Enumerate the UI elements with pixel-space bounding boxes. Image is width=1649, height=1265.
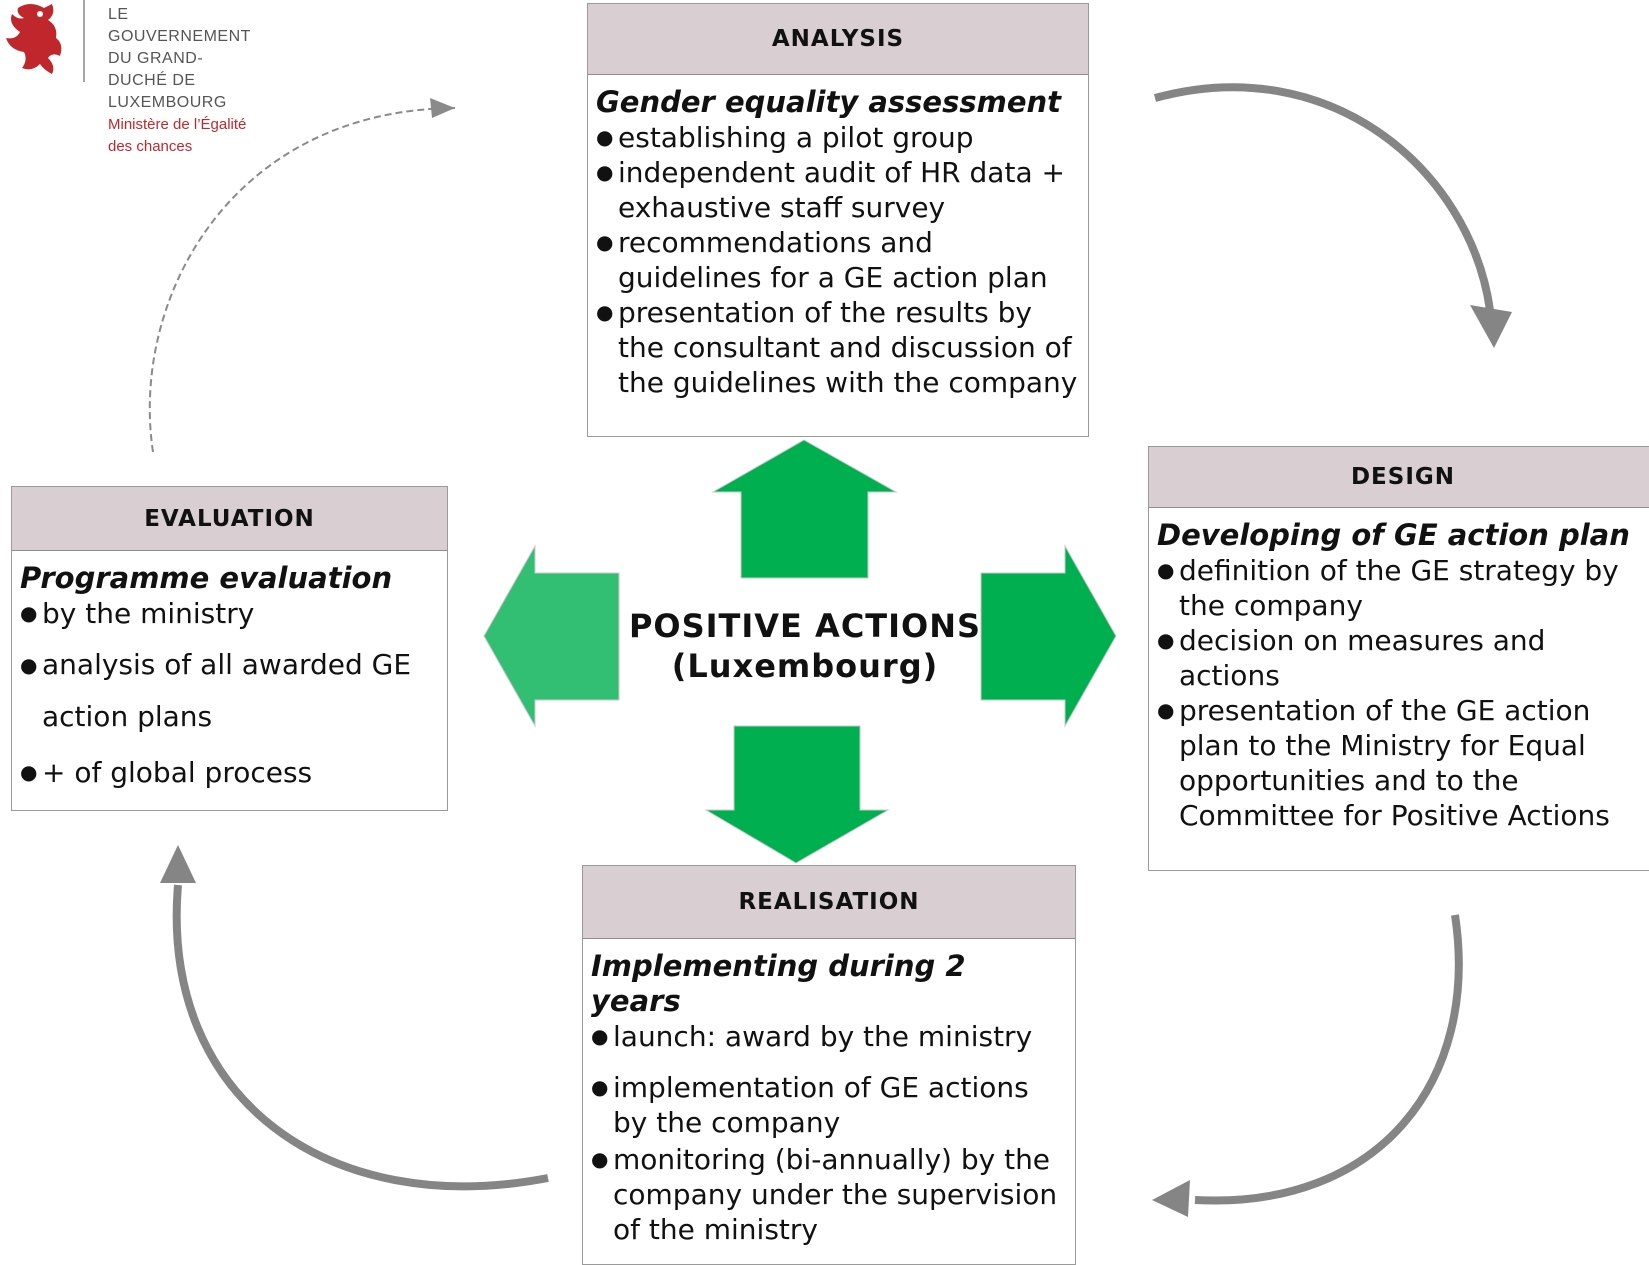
evaluation-item: + of global process bbox=[20, 755, 427, 790]
design-item: decision on measures and actions bbox=[1157, 623, 1649, 693]
design-header: DESIGN bbox=[1149, 447, 1649, 508]
evaluation-box: EVALUATION Programme evaluation by the m… bbox=[11, 486, 448, 811]
analysis-item: presentation of the results by the consu… bbox=[596, 295, 1080, 400]
cycle-arrow-head-realisation-icon bbox=[1152, 1180, 1190, 1217]
design-item: presentation of the GE action plan to th… bbox=[1157, 693, 1649, 833]
analysis-body: Gender equality assessment establishing … bbox=[588, 75, 1088, 400]
dashed-cycle-arrow bbox=[148, 107, 456, 453]
design-box: DESIGN Developing of GE action plan defi… bbox=[1148, 446, 1649, 871]
analysis-title: Gender equality assessment bbox=[596, 85, 1062, 119]
green-arrow-up-icon bbox=[711, 439, 898, 579]
design-item: definition of the GE strategy by the com… bbox=[1157, 553, 1649, 623]
evaluation-item: by the ministry bbox=[20, 596, 427, 631]
realisation-item: launch: award by the ministry bbox=[591, 1019, 1061, 1054]
evaluation-header: EVALUATION bbox=[12, 487, 447, 551]
green-arrow-down-icon bbox=[704, 725, 890, 864]
green-arrow-left-icon bbox=[483, 544, 620, 728]
center-label-line-1: POSITIVE ACTIONS bbox=[628, 607, 982, 645]
center-label: POSITIVE ACTIONS (Luxembourg) bbox=[620, 606, 990, 686]
cycle-arrow-analysis-to-design bbox=[1153, 83, 1494, 311]
analysis-header: ANALYSIS bbox=[588, 4, 1088, 75]
realisation-item: monitoring (bi-annually) by the company … bbox=[591, 1142, 1061, 1247]
lion-emblem-icon bbox=[6, 0, 85, 82]
design-body: Developing of GE action plan definition … bbox=[1149, 508, 1649, 833]
government-logo: LE GOUVERNEMENT DU GRAND-DUCHÉ DE LUXEMB… bbox=[0, 0, 250, 155]
logo-line-1: LE GOUVERNEMENT bbox=[108, 6, 251, 45]
design-title: Developing of GE action plan bbox=[1157, 518, 1630, 552]
evaluation-body: Programme evaluation by the ministry ana… bbox=[12, 551, 447, 790]
cycle-arrow-head-design-icon bbox=[1470, 305, 1512, 348]
analysis-box: ANALYSIS Gender equality assessment esta… bbox=[587, 3, 1089, 437]
analysis-item: establishing a pilot group bbox=[596, 120, 1080, 155]
realisation-box: REALISATION Implementing during 2 years … bbox=[582, 865, 1076, 1265]
logo-text: LE GOUVERNEMENT DU GRAND-DUCHÉ DE LUXEMB… bbox=[108, 4, 251, 158]
realisation-title: Implementing during 2 years bbox=[591, 949, 966, 1018]
evaluation-title: Programme evaluation bbox=[20, 561, 393, 595]
realisation-body: Implementing during 2 years launch: awar… bbox=[583, 939, 1075, 1247]
cycle-arrow-design-to-realisation bbox=[1194, 914, 1463, 1205]
cycle-arrow-realisation-to-evaluation bbox=[172, 884, 549, 1191]
dashed-arrow-head-icon bbox=[430, 98, 455, 118]
analysis-item: independent audit of HR data + exhaustiv… bbox=[596, 155, 1080, 225]
cycle-arrow-head-evaluation-icon bbox=[160, 845, 196, 883]
evaluation-item: analysis of all awarded GE action plans bbox=[20, 639, 427, 743]
realisation-item: implementation of GE actions by the comp… bbox=[591, 1070, 1061, 1140]
logo-line-2: DU GRAND-DUCHÉ DE LUXEMBOURG bbox=[108, 50, 227, 111]
logo-line-3: Ministère de l’Égalité des chances bbox=[108, 116, 247, 155]
center-label-line-2: (Luxembourg) bbox=[671, 647, 939, 685]
green-arrow-right-icon bbox=[980, 544, 1117, 728]
realisation-header: REALISATION bbox=[583, 866, 1075, 939]
analysis-item: recommendations and guidelines for a GE … bbox=[596, 225, 1080, 295]
